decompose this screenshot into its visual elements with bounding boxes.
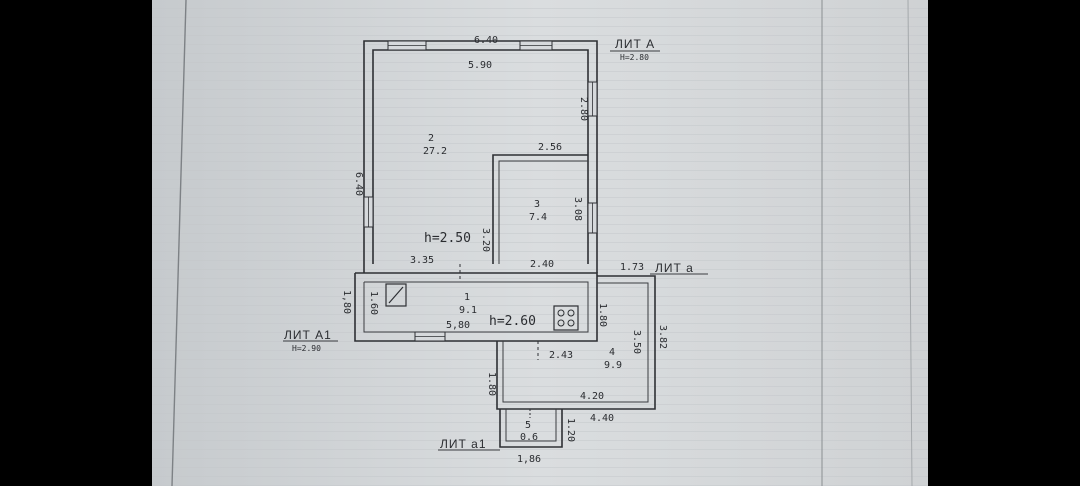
dim-room4-bottom-inner: 4.20 xyxy=(580,391,604,402)
dim-a1-bottom: 5,80 xyxy=(446,320,470,331)
dim-room4-top: 2.43 xyxy=(549,350,573,361)
frame-line-far-right xyxy=(907,0,913,486)
room-1-area: 9.1 xyxy=(459,305,477,316)
dim-room4-left: 1.80 xyxy=(486,372,497,396)
room-3-number: 3 xyxy=(534,199,540,210)
lit-a1-label: ЛИТ А1 xyxy=(284,328,332,342)
dim-bottom-left-main: 3.35 xyxy=(410,255,434,266)
lit-a-height: H=2.80 xyxy=(620,53,649,62)
room-4-number: 4 xyxy=(609,347,615,358)
room-2-area: 27.2 xyxy=(423,146,447,157)
dim-left-outer: 6.40 xyxy=(353,172,364,196)
lit-a1-porch-label: ЛИТ а1 xyxy=(440,437,487,451)
lit-a-small-label: ЛИТ а xyxy=(655,261,694,275)
dim-a1-left-inner: 1.60 xyxy=(368,291,379,315)
dim-veranda-top: 1.73 xyxy=(620,262,644,273)
lit-a-label: ЛИТ А xyxy=(615,37,655,51)
porch-a1-walls xyxy=(499,409,563,448)
room-4-area: 9.9 xyxy=(604,360,622,371)
dim-right-upper: 2.80 xyxy=(578,97,589,121)
lit-a1-height: H=2.90 xyxy=(292,344,321,353)
dim-room4-right-outer: 3.82 xyxy=(657,325,668,349)
dim-top-outer: 6.40 xyxy=(474,35,498,46)
veranda-a-walls xyxy=(496,275,656,410)
annex-a1-walls xyxy=(354,264,598,342)
room-1-number: 1 xyxy=(464,292,470,303)
cooker-icon xyxy=(553,305,579,331)
dim-a1-left-outer: 1,80 xyxy=(341,290,352,314)
room-5-number: 5 xyxy=(525,420,531,431)
dim-room3-left: 3.20 xyxy=(480,228,491,252)
main-house-walls xyxy=(363,40,598,273)
dim-room3-right: 3.08 xyxy=(572,197,583,221)
dim-room4-bottom-outer: 4.40 xyxy=(590,413,614,424)
dim-a1-right: 1.80 xyxy=(597,303,608,327)
frame-line-left xyxy=(171,0,187,486)
room-2-number: 2 xyxy=(428,133,434,144)
room-3-area: 7.4 xyxy=(529,212,547,223)
dim-porch-bottom: 1,86 xyxy=(517,454,541,465)
stove-icon xyxy=(385,283,407,307)
dim-room3-top: 2.56 xyxy=(538,142,562,153)
dim-porch-right: 1.20 xyxy=(565,418,576,442)
room-5-area: 0.6 xyxy=(520,432,538,443)
dim-bottom-right-main: 2.40 xyxy=(530,259,554,270)
height-main: h=2.50 xyxy=(424,231,471,246)
dim-room4-right-inner: 3.50 xyxy=(631,330,642,354)
dim-top-inner: 5.90 xyxy=(468,60,492,71)
height-a1: h=2.60 xyxy=(489,314,536,329)
